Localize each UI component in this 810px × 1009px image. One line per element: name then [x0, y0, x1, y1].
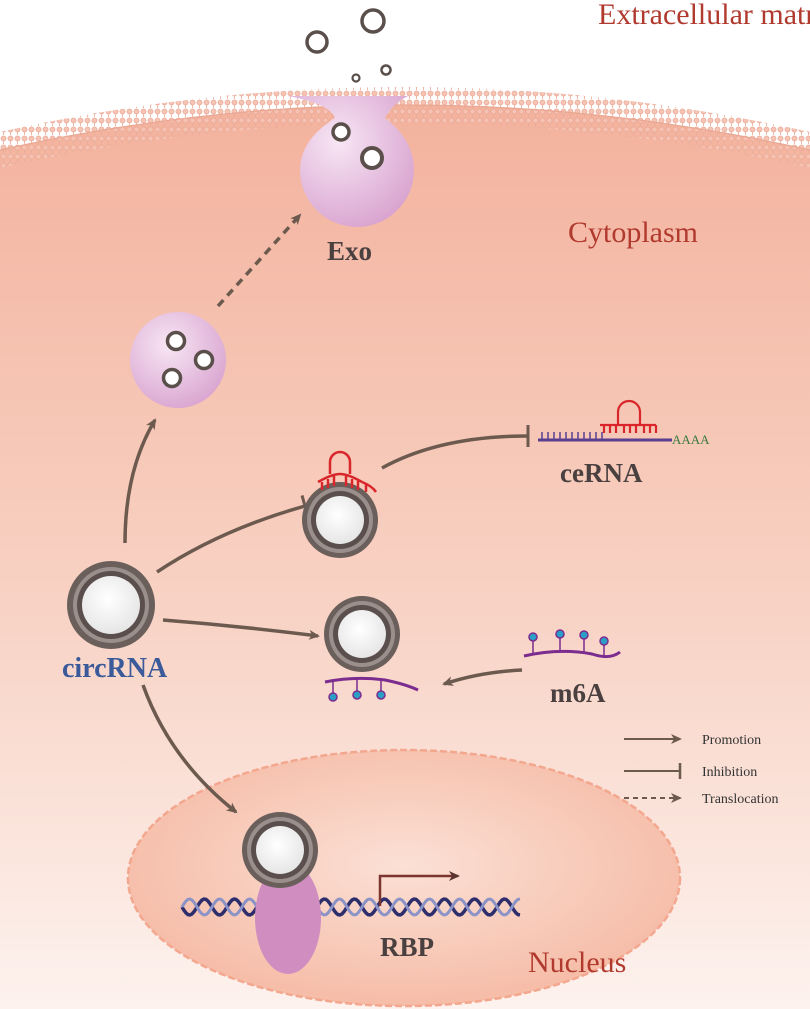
translocation-arrow	[216, 213, 302, 308]
m6a-label: m6A	[550, 678, 606, 708]
exo-label: Exo	[327, 236, 372, 266]
nucleus-label: Nucleus	[528, 946, 626, 979]
rbp-protein	[255, 862, 321, 974]
circrna-sponge-inhibition	[156, 495, 310, 574]
vesicle-cargo	[161, 330, 215, 389]
cell-membrane-inner	[0, 105, 810, 168]
extracellular-matrix-label: Extracellular matrix	[598, 0, 810, 31]
nuclear-envelope	[126, 748, 682, 1008]
legend-translocation-label: Translocation	[702, 792, 778, 807]
intracellular-vesicle	[130, 312, 226, 408]
cerna-mrna-strand	[538, 399, 672, 442]
legend: Promotion Inhibition Translocation	[624, 733, 778, 807]
m6a-circrna	[324, 596, 400, 672]
circrna-label: circRNA	[62, 653, 168, 684]
cytoplasm-label: Cytoplasm	[568, 216, 698, 249]
exosome-cargo	[331, 122, 384, 170]
legend-inhibition-label: Inhibition	[702, 765, 757, 780]
sponge-to-cerna-inhibition	[381, 424, 530, 470]
cell-membrane-outer	[0, 87, 810, 150]
circrna-to-m6a-arrow	[162, 618, 320, 640]
m6a-modification-strand	[523, 629, 621, 659]
circrna-main	[67, 561, 155, 649]
circrna-to-vesicle-arrow	[123, 418, 157, 544]
nuclear-circrna	[242, 812, 318, 888]
sponge-circrna	[302, 482, 378, 558]
dna-double-helix	[180, 897, 521, 917]
mirna-hairpin-on-circrna	[317, 450, 378, 493]
m6a-to-circrna-arrow	[442, 668, 523, 686]
transcription-start-arrow	[378, 871, 460, 906]
m6a-strand-under-circrna	[324, 676, 419, 702]
circrna-to-nucleus-arrow	[141, 684, 238, 814]
polya-tail-label: AAAA	[672, 432, 710, 447]
exosome-budding	[288, 96, 414, 227]
legend-promotion-label: Promotion	[702, 733, 761, 748]
cerna-label: ceRNA	[560, 458, 643, 488]
rbp-label: RBP	[380, 932, 434, 962]
membrane-midline	[0, 104, 810, 151]
released-exosome-particles	[305, 8, 392, 83]
